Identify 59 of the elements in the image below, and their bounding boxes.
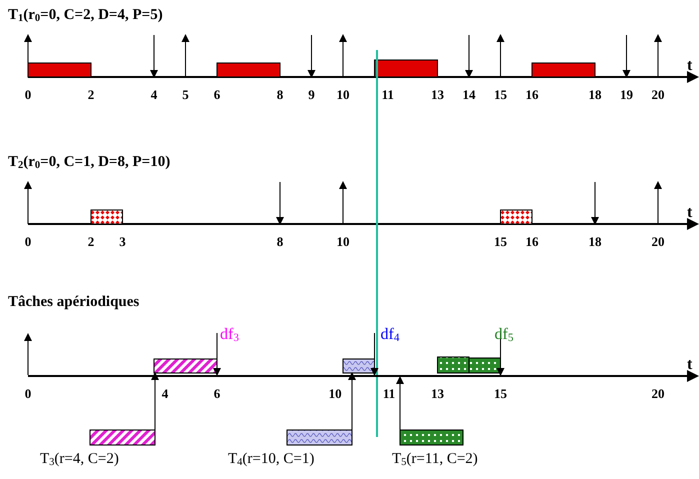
tick-label: 8 bbox=[276, 235, 284, 248]
axis-label: t bbox=[687, 357, 692, 373]
tick-label: 8 bbox=[276, 88, 284, 101]
release-arrow bbox=[24, 333, 32, 376]
time-axis bbox=[28, 370, 699, 382]
axis-label: t bbox=[687, 58, 692, 74]
release-arrow bbox=[348, 372, 356, 430]
tick-label: 16 bbox=[526, 235, 538, 248]
tick-label: 10 bbox=[336, 235, 350, 248]
tick-label: 13 bbox=[431, 387, 444, 400]
release-arrow bbox=[396, 376, 404, 430]
tick-label: 4 bbox=[150, 88, 158, 101]
tick-label: 2 bbox=[88, 235, 94, 248]
tick-label: 0 bbox=[24, 235, 32, 248]
tick-label: 18 bbox=[588, 88, 602, 101]
tick-label: 18 bbox=[588, 235, 602, 248]
execution-block bbox=[154, 358, 218, 374]
tick-label: 10 bbox=[336, 88, 350, 101]
task-heading: T$_{1}$(r$_{0}$=0, C=2, D=4, P=5) bbox=[8, 8, 163, 24]
execution-block bbox=[468, 358, 501, 374]
task-label: T$_{3}$(r=4, C=2) bbox=[40, 452, 119, 468]
tick-label: 15 bbox=[494, 88, 507, 101]
deadline-label: df$_{3}$ bbox=[220, 327, 239, 344]
tick-label: 5 bbox=[182, 88, 189, 101]
release-arrow bbox=[151, 372, 159, 430]
tick-label: 13 bbox=[431, 88, 444, 101]
tick-label: 20 bbox=[652, 88, 664, 101]
tick-label: 20 bbox=[652, 235, 664, 248]
tick-label: 11 bbox=[382, 387, 396, 400]
task-heading: T$_{2}$(r$_{0}$=0, C=1, D=8, P=10) bbox=[8, 155, 170, 172]
tick-label: 6 bbox=[214, 387, 220, 400]
tick-label: 2 bbox=[88, 88, 94, 101]
task-label: T$_{4}$(r=10, C=1) bbox=[228, 452, 314, 468]
tick-label: 3 bbox=[119, 235, 126, 248]
tick-label: 10 bbox=[328, 387, 342, 400]
tick-label: 11 bbox=[382, 88, 394, 101]
axis-label: t bbox=[687, 205, 692, 221]
deadline-label: df$_{5}$ bbox=[494, 327, 514, 344]
task-label: T$_{5}$(r=11, C=2) bbox=[392, 452, 478, 468]
request-bar bbox=[400, 430, 464, 446]
tick-label: 15 bbox=[494, 235, 507, 248]
tick-label: 16 bbox=[526, 88, 538, 101]
deadline-label: df$_{4}$ bbox=[380, 327, 400, 344]
tick-label: 15 bbox=[494, 387, 507, 400]
execution-block bbox=[437, 356, 470, 374]
tick-label: 20 bbox=[652, 387, 664, 400]
tick-label: 19 bbox=[620, 88, 633, 101]
execution-block bbox=[342, 358, 375, 374]
task-heading: Tâches apériodiques bbox=[8, 295, 140, 310]
tick-label: 0 bbox=[24, 387, 32, 400]
tick-label: 14 bbox=[462, 88, 476, 101]
tick-label: 4 bbox=[162, 387, 168, 400]
tick-label: 0 bbox=[24, 88, 32, 101]
release-arrow bbox=[370, 332, 378, 376]
tick-label: 9 bbox=[308, 88, 315, 101]
release-arrow bbox=[213, 332, 221, 376]
request-bar bbox=[90, 430, 156, 446]
request-bar bbox=[286, 430, 352, 446]
tick-label: 6 bbox=[214, 88, 220, 101]
